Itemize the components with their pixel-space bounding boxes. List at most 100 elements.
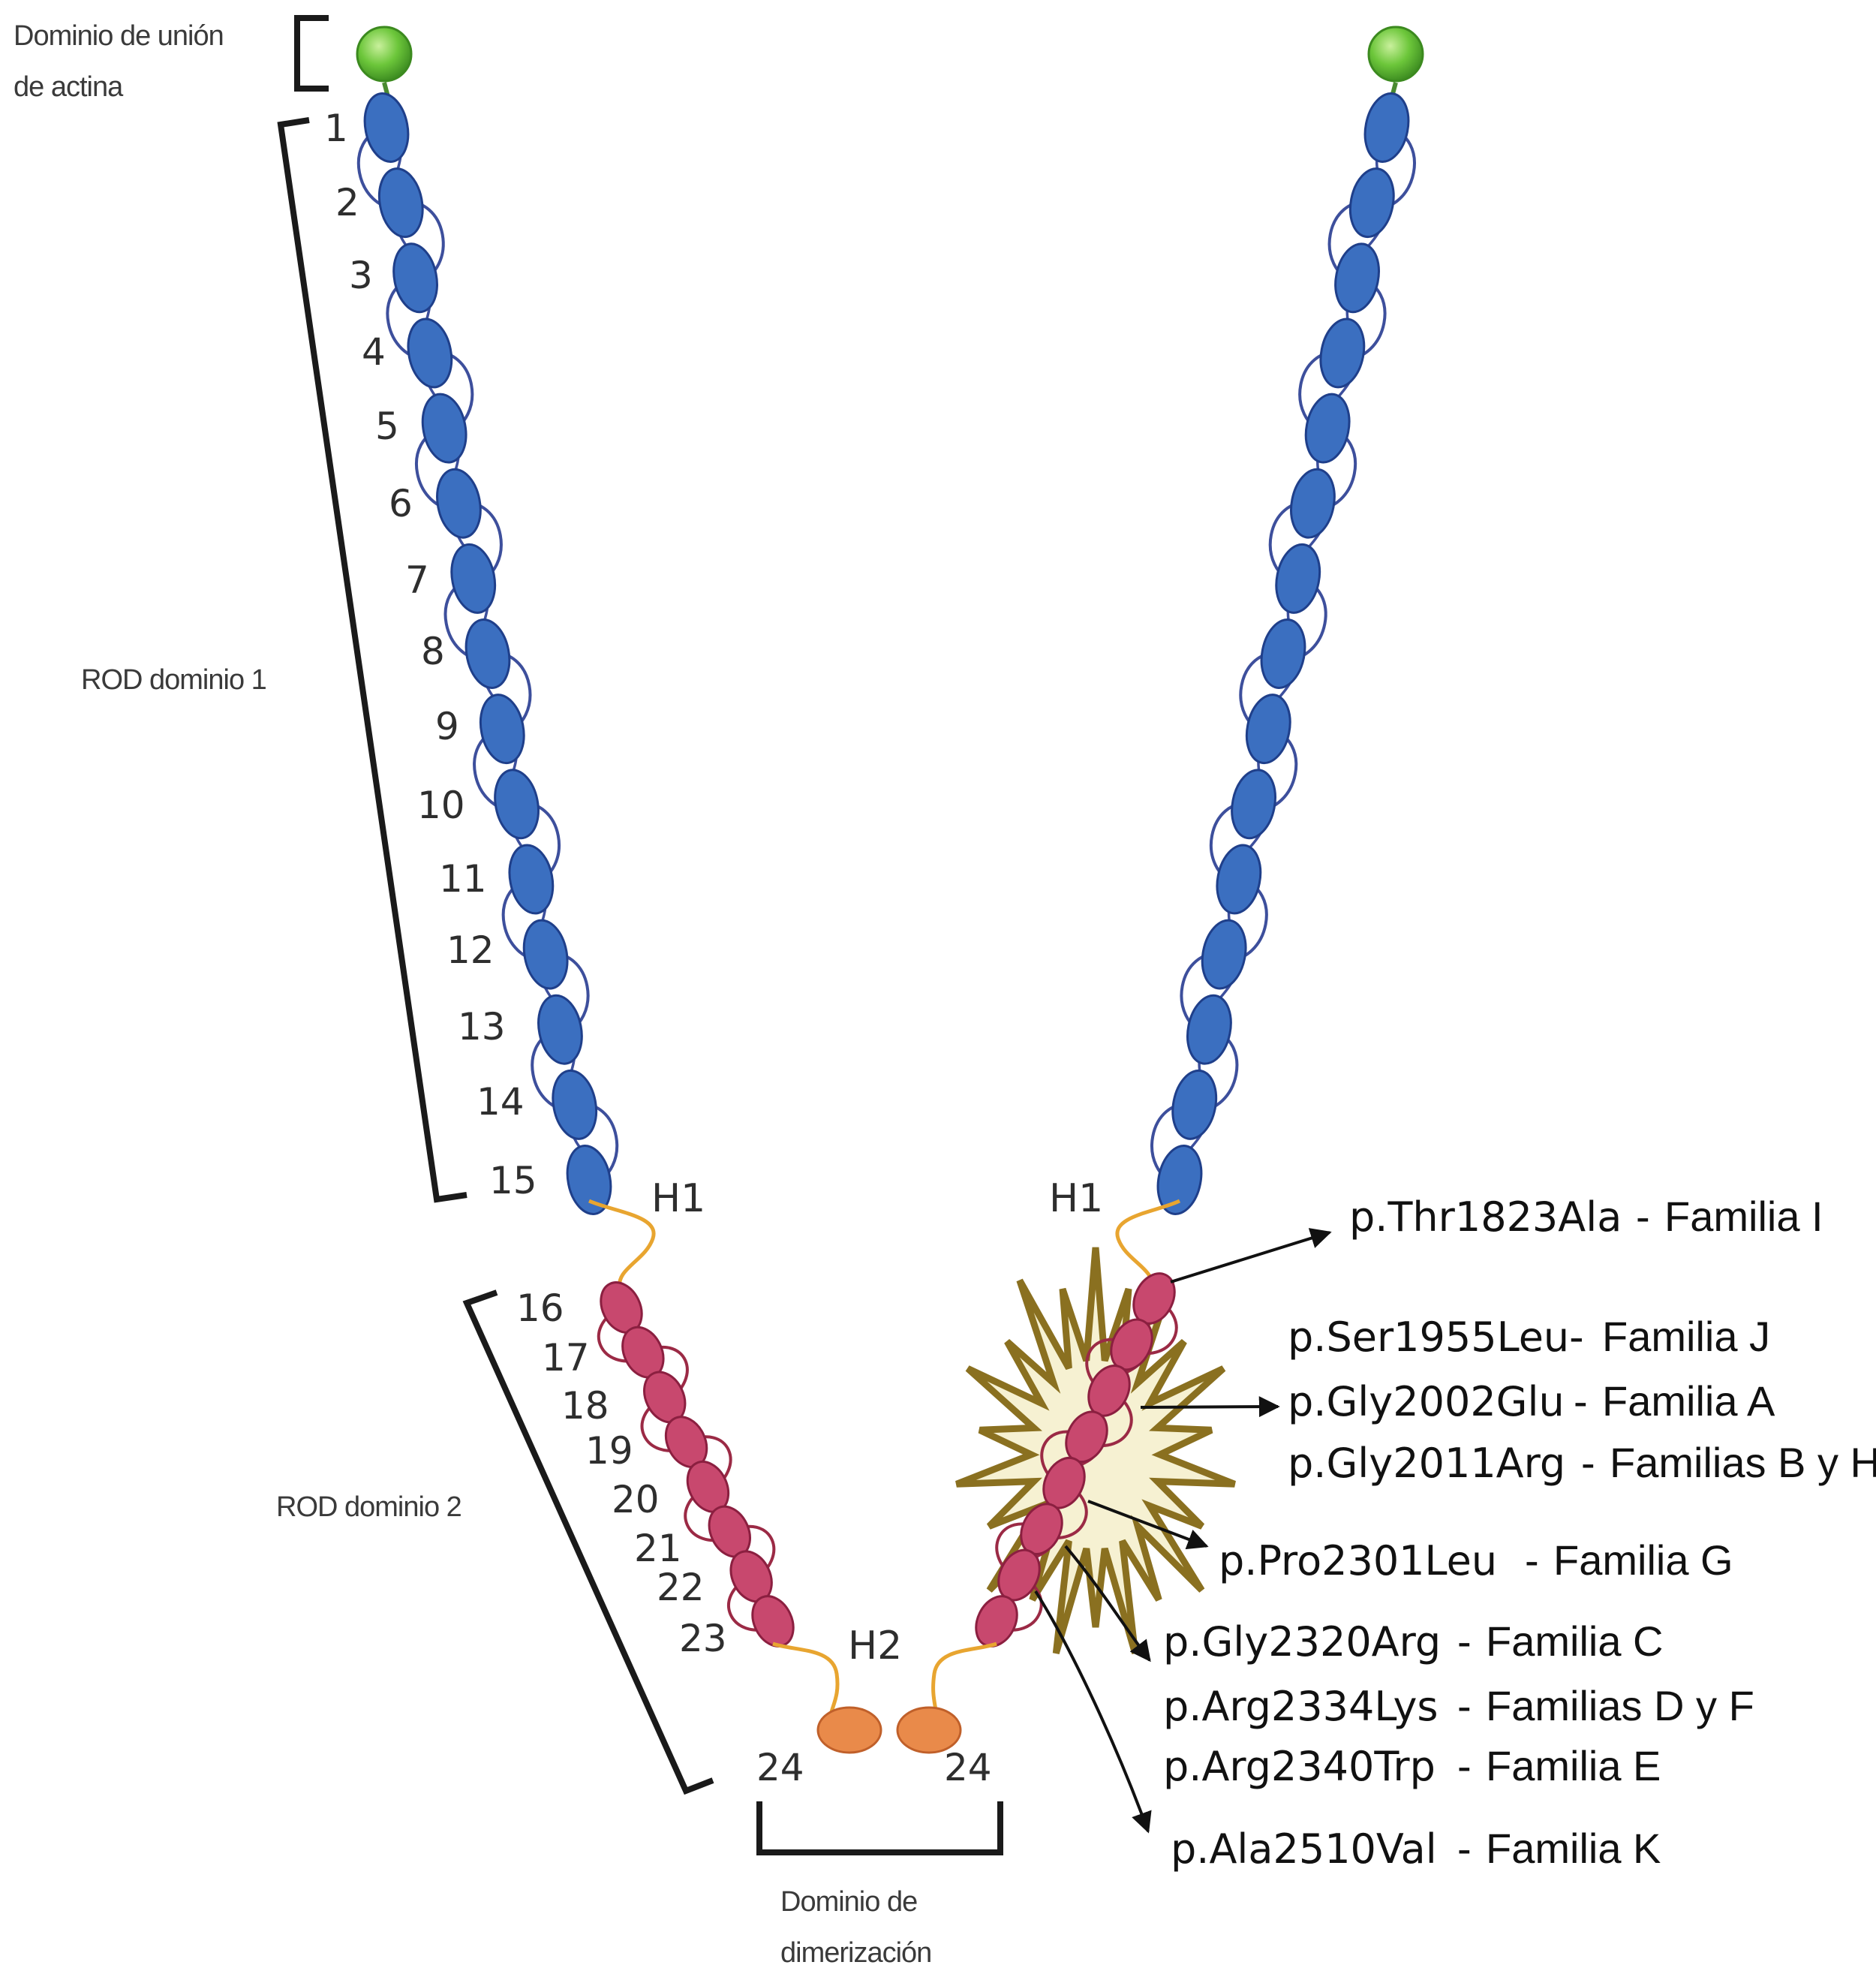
mutation-annotation: p.Ala2510Val-Familia K (1034, 1590, 1661, 1873)
mutation-separator: - (1457, 1682, 1472, 1729)
mutation-variant: p.Gly2002Glu (1288, 1378, 1565, 1425)
mutation-variant: p.Ala2510Val (1171, 1825, 1437, 1873)
right-rod1-repeat (1186, 994, 1232, 1065)
repeat-number-24-right: 24 (944, 1746, 992, 1789)
repeat-number-8: 8 (421, 630, 445, 673)
right-rod1-repeat (1216, 844, 1262, 915)
hinge-1-label-left: H1 (651, 1176, 705, 1221)
mutation-variant: p.Ser1955Leu- (1288, 1313, 1584, 1361)
right-rod1-repeat (1319, 317, 1366, 389)
right-monomer (896, 26, 1424, 1754)
repeat-number-3: 3 (349, 254, 373, 297)
mutation-variant: p.Arg2340Trp (1163, 1743, 1436, 1790)
actin-domain-label-line2: de actina (14, 71, 124, 103)
mutation-annotation: p.Pro2301Leu-Familia G (1087, 1500, 1733, 1584)
right-rod1-repeat (1363, 92, 1410, 163)
repeat-number-6: 6 (389, 482, 413, 525)
mutation-annotation: p.Ser1955Leu- Familia J (1288, 1313, 1770, 1361)
left-hinge-1 (588, 1199, 656, 1290)
right-rod1-repeat (1348, 167, 1395, 239)
mutation-arrow (1170, 1228, 1332, 1283)
repeat-number-24-left: 24 (756, 1746, 804, 1789)
repeat-number-14: 14 (477, 1080, 525, 1124)
repeat-number-15: 15 (489, 1159, 537, 1202)
right-rod1-repeat (1245, 694, 1291, 765)
mutation-separator: - (1574, 1377, 1588, 1425)
repeat-number-5: 5 (375, 405, 399, 448)
mutation-family: Familia K (1486, 1825, 1661, 1872)
left-rod1-repeat (392, 242, 438, 314)
left-rod1-repeat (494, 769, 540, 840)
rod-domain-1-label: ROD dominio 1 (81, 664, 266, 696)
rod-domain-2-bracket (462, 1289, 714, 1795)
actin-domain-bracket (294, 15, 329, 92)
right-hinge-1 (1115, 1199, 1181, 1290)
mutation-separator: - (1636, 1193, 1650, 1240)
mutation-family: Familia A (1602, 1377, 1775, 1425)
left-monomer (356, 26, 882, 1754)
repeat-number-10: 10 (417, 784, 465, 827)
mutation-family: Familias D y F (1486, 1682, 1754, 1729)
repeat-number-11: 11 (439, 857, 487, 901)
mutation-family: Familia C (1486, 1617, 1663, 1665)
dimerization-domain-bracket (756, 1801, 1003, 1855)
left-rod1-repeat (552, 1069, 598, 1140)
right-rod1-repeat (1290, 468, 1336, 539)
mutation-separator: - (1457, 1825, 1472, 1872)
right-actin-binding-domain (1367, 26, 1424, 83)
dimerization-label-line2: dimerización (780, 1937, 931, 1969)
repeat-number-9: 9 (435, 705, 459, 748)
mutation-variant: p.Pro2301Leu (1219, 1537, 1497, 1584)
mutation-variant: p.Gly2011Arg (1288, 1440, 1565, 1487)
left-rod1-repeat (421, 393, 467, 464)
right-rod1-repeat (1156, 1145, 1203, 1215)
mutation-family: Familia I (1664, 1193, 1823, 1240)
repeat-number-21: 21 (634, 1527, 682, 1570)
left-rod1-repeat (508, 844, 555, 915)
right-rod1-repeat (1275, 543, 1321, 614)
repeat-number-16: 16 (516, 1286, 564, 1330)
mutation-family: Familia G (1553, 1536, 1733, 1584)
right-dimerization-domain (896, 1706, 962, 1754)
mutation-annotations: p.Thr1823Ala-Familia Ip.Ser1955Leu-Famil… (1034, 1193, 1876, 1873)
repeat-number-7: 7 (405, 558, 429, 602)
mutation-separator: - (1457, 1617, 1472, 1665)
repeat-number-23: 23 (679, 1617, 727, 1660)
repeat-number-2: 2 (335, 181, 359, 224)
mutation-variant: p.Arg2334Lys (1163, 1683, 1439, 1730)
repeat-number-20: 20 (612, 1478, 660, 1521)
left-rod1-repeat (407, 317, 453, 389)
dimerization-label-line1: Dominio de (780, 1886, 917, 1918)
mutation-variant: p.Thr1823Ala (1349, 1193, 1622, 1241)
mutation-annotation: p.Gly2011Arg-Familias B y H (1288, 1439, 1876, 1487)
left-rod1-repeat (450, 543, 497, 614)
rod-domain-1-bracket (277, 117, 467, 1203)
mutation-separator: - (1581, 1439, 1595, 1486)
repeat-number-13: 13 (458, 1005, 506, 1049)
left-actin-binding-domain (356, 26, 413, 83)
left-rod1-repeat (377, 167, 424, 239)
left-dimerization-domain (816, 1706, 882, 1754)
left-rod1-repeat (522, 919, 569, 990)
mutation-family: Familia E (1486, 1742, 1661, 1789)
repeat-number-22: 22 (657, 1566, 705, 1609)
hinge-2-label: H2 (848, 1623, 902, 1669)
repeat-number-4: 4 (362, 330, 386, 374)
left-rod1-repeat (363, 92, 410, 163)
right-rod1-repeat (1304, 393, 1351, 464)
actin-domain-label-line1: Dominio de unión (14, 20, 224, 52)
right-rod1-repeat (1260, 618, 1306, 689)
mutation-family: Familias B y H (1610, 1439, 1876, 1486)
rod-domain-2-label: ROD dominio 2 (276, 1491, 461, 1523)
mutation-family: Familia J (1602, 1313, 1770, 1360)
left-rod1-repeat (436, 468, 482, 539)
mutation-annotation: p.Arg2334Lys-Familias D y F (1163, 1682, 1754, 1730)
repeat-number-17: 17 (542, 1336, 590, 1380)
mutation-annotation: p.Gly2320Arg-Familia C (1064, 1545, 1663, 1666)
hinge-1-label-right: H1 (1049, 1176, 1103, 1221)
dimerization-domain-label: Dominio de dimerización (780, 1886, 932, 1969)
right-rod1-repeat (1231, 769, 1276, 840)
left-rod1-repeat (464, 618, 511, 689)
mutation-arrow (1087, 1500, 1209, 1550)
